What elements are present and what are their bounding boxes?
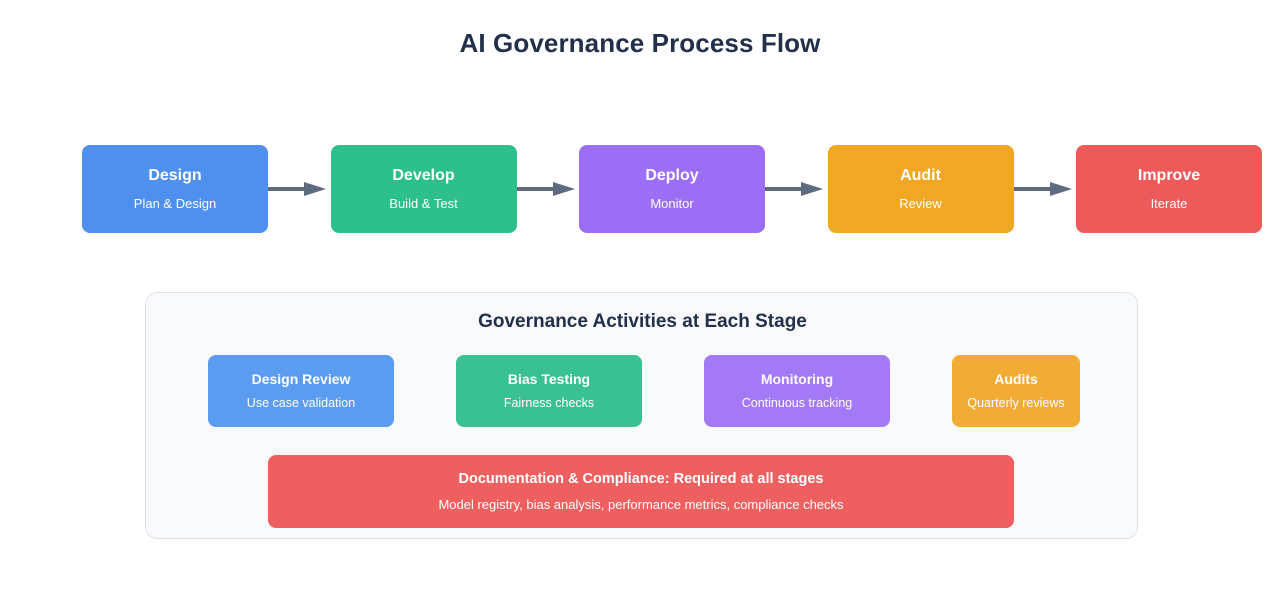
compliance-banner-subtitle: Model registry, bias analysis, performan… bbox=[438, 497, 844, 513]
arrow-head-icon bbox=[801, 182, 823, 196]
flow-arrow-develop-to-deploy bbox=[516, 182, 579, 196]
flow-stage-develop[interactable]: Develop Build & Test bbox=[330, 145, 517, 233]
arrow-head-icon bbox=[552, 182, 575, 196]
flow-stage-subtitle: Build & Test bbox=[389, 196, 458, 211]
arrow-shaft bbox=[1013, 187, 1054, 191]
flow-stage-title: Improve bbox=[1137, 167, 1201, 184]
flow-stage-improve[interactable]: Improve Iterate bbox=[1076, 145, 1262, 233]
activity-card-row: Design Review Use case validation Bias T… bbox=[208, 355, 1138, 427]
activity-card-subtitle: Continuous tracking bbox=[741, 396, 853, 411]
flow-stage-title: Develop bbox=[392, 167, 455, 184]
compliance-banner-title: Documentation & Compliance: Required at … bbox=[458, 470, 824, 487]
flow-stage-subtitle: Monitor bbox=[650, 196, 694, 211]
process-flow: Design Plan & Design Develop Build & Tes… bbox=[82, 145, 1262, 233]
activity-card-title: Monitoring bbox=[760, 371, 834, 388]
governance-panel: Governance Activities at Each Stage Desi… bbox=[145, 292, 1138, 539]
arrow-shaft bbox=[268, 187, 308, 191]
arrow-head-icon bbox=[1049, 182, 1072, 196]
activity-card-bias-testing[interactable]: Bias Testing Fairness checks bbox=[456, 355, 642, 427]
activity-card-subtitle: Quarterly reviews bbox=[967, 396, 1065, 411]
activity-card-subtitle: Fairness checks bbox=[503, 396, 595, 411]
activity-card-title: Design Review bbox=[251, 371, 351, 388]
flow-arrow-deploy-to-audit bbox=[765, 182, 827, 196]
flow-stage-subtitle: Iterate bbox=[1150, 196, 1188, 211]
activity-card-title: Bias Testing bbox=[507, 371, 591, 388]
flow-arrow-audit-to-improve bbox=[1013, 182, 1076, 196]
flow-arrow-design-to-develop bbox=[268, 182, 330, 196]
governance-panel-title: Governance Activities at Each Stage bbox=[478, 311, 807, 332]
activity-card-monitoring[interactable]: Monitoring Continuous tracking bbox=[704, 355, 890, 427]
activity-card-audits[interactable]: Audits Quarterly reviews bbox=[952, 355, 1080, 427]
activity-card-title: Audits bbox=[994, 371, 1038, 388]
flow-stage-design[interactable]: Design Plan & Design bbox=[82, 145, 268, 233]
flow-stage-subtitle: Review bbox=[899, 196, 942, 211]
compliance-banner[interactable]: Documentation & Compliance: Required at … bbox=[268, 455, 1014, 528]
page-title: AI Governance Process Flow bbox=[459, 28, 821, 58]
arrow-shaft bbox=[516, 187, 557, 191]
activity-card-subtitle: Use case validation bbox=[246, 396, 356, 411]
arrow-shaft bbox=[765, 187, 805, 191]
flow-stage-title: Deploy bbox=[645, 167, 699, 184]
flow-stage-subtitle: Plan & Design bbox=[133, 196, 217, 211]
flow-stage-deploy[interactable]: Deploy Monitor bbox=[579, 145, 765, 233]
activity-card-design-review[interactable]: Design Review Use case validation bbox=[208, 355, 394, 427]
arrow-head-icon bbox=[304, 182, 326, 196]
flow-stage-title: Design bbox=[148, 167, 202, 184]
flow-stage-title: Audit bbox=[900, 167, 941, 184]
flow-stage-audit[interactable]: Audit Review bbox=[827, 145, 1014, 233]
